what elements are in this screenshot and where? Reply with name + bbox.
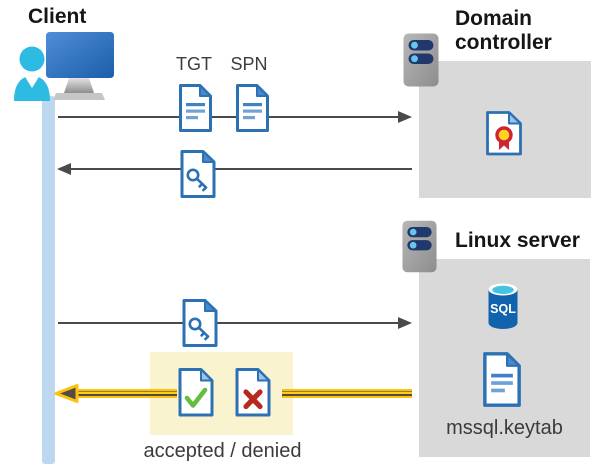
client-workstation-icon [14, 32, 114, 101]
domain-controller-server-icon [403, 33, 439, 87]
key-icon [188, 317, 210, 341]
result-caption: accepted / denied [143, 440, 302, 462]
arrow-result-line-right [282, 389, 412, 398]
certificate-document-icon [486, 111, 522, 156]
spn-label: SPN [230, 54, 268, 74]
arrow-ticket-response-line [71, 168, 412, 170]
arrow-ticket-request-head-icon [398, 111, 412, 123]
linux-server-label: Linux server [455, 229, 580, 252]
sql-database-icon: SQL [488, 283, 518, 329]
key-document-icon [180, 150, 216, 198]
keytab-filename: mssql.keytab [446, 417, 563, 439]
key-icon [186, 168, 208, 192]
spn-document-icon [236, 84, 269, 132]
tgt-document-icon [179, 84, 212, 132]
tgt-label: TGT [176, 54, 212, 74]
accepted-document-icon [178, 368, 214, 417]
arrow-key-to-server-line [58, 322, 398, 324]
arrow-result-head-icon [54, 384, 79, 403]
x-icon [243, 389, 263, 410]
person-icon [14, 46, 50, 101]
key-document-icon [182, 299, 218, 347]
linux-server-icon [402, 220, 437, 273]
denied-document-icon [235, 368, 271, 417]
monitor-icon [46, 32, 114, 78]
arrow-key-to-server-head-icon [398, 317, 412, 329]
sql-label: SQL [490, 302, 516, 316]
keytab-document-icon [483, 352, 521, 407]
arrow-result-line-left [74, 389, 177, 398]
domain-controller-label: Domain controller [455, 7, 552, 54]
arrow-ticket-response-head-icon [57, 163, 71, 175]
client-label: Client [28, 5, 87, 28]
arrow-ticket-request-line [58, 116, 398, 118]
check-icon [184, 387, 208, 408]
seal-icon [495, 126, 513, 144]
client-timeline-bar [42, 96, 55, 464]
